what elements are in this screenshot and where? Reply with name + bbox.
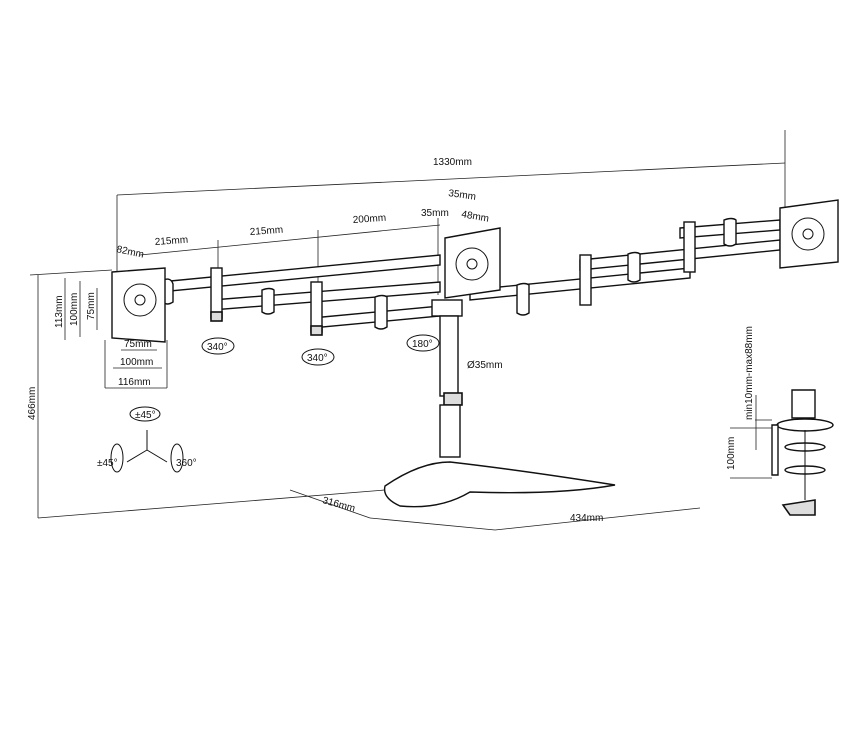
arm-segment-1-label: 215mm bbox=[154, 235, 188, 248]
arm-left bbox=[159, 254, 441, 336]
vesa-100-height-label: 100mm bbox=[69, 293, 80, 326]
joint-1-rotation: 340° bbox=[207, 342, 228, 353]
tilt-label: ±45° bbox=[135, 410, 156, 421]
clamp-thickness-label: min10mm-max88mm bbox=[744, 326, 755, 420]
joint-2-rotation: 340° bbox=[307, 353, 328, 364]
rotation-badges: 340° 340° 180° bbox=[201, 334, 440, 366]
vesa-depth-label: 82mm bbox=[115, 244, 144, 261]
joint-3-rotation: 180° bbox=[412, 339, 433, 350]
arm-segment-dimensions: 215mm 215mm 200mm 35mm 35mm 48mm 82mm bbox=[115, 188, 490, 295]
clamp-height-label: 100mm bbox=[726, 437, 737, 470]
tilt-swivel-rotate-diagram: ±45° ±45° 360° bbox=[97, 406, 197, 473]
plate-height-label: 113mm bbox=[54, 295, 65, 328]
top-depth-label: 48mm bbox=[460, 209, 489, 225]
arm-segment-2-label: 215mm bbox=[249, 225, 283, 238]
pole-and-base: Ø35mm bbox=[383, 299, 616, 508]
vesa-plate-center bbox=[444, 227, 501, 299]
arm-right bbox=[469, 217, 781, 316]
pole-diameter-label: Ø35mm bbox=[467, 360, 503, 371]
vesa-75-height-label: 75mm bbox=[86, 292, 97, 320]
vesa-100-width-label: 100mm bbox=[120, 357, 153, 368]
total-width-label: 1330mm bbox=[433, 157, 472, 168]
total-width-dimension: 1330mm bbox=[116, 130, 786, 280]
vesa-plate-right bbox=[779, 199, 839, 269]
vesa-dimensions: 113mm 100mm 75mm 75mm 100mm 116mm bbox=[29, 269, 168, 389]
total-height-label: 466mm bbox=[27, 387, 38, 420]
top-offset-label: 35mm bbox=[448, 188, 477, 203]
rotate-label: 360° bbox=[176, 458, 197, 469]
vesa-plate-left bbox=[111, 267, 166, 343]
base-width-label: 434mm bbox=[570, 513, 603, 524]
base-depth-label: 316mm bbox=[321, 495, 356, 514]
arm-segment-3-label: 200mm bbox=[352, 213, 386, 226]
vesa-75-width-label: 75mm bbox=[124, 339, 152, 350]
desk-clamp: min10mm-max88mm 100mm bbox=[726, 326, 834, 516]
pole-offset-label: 35mm bbox=[421, 208, 449, 219]
swivel-label: ±45° bbox=[97, 458, 118, 469]
plate-width-label: 116mm bbox=[118, 377, 151, 388]
